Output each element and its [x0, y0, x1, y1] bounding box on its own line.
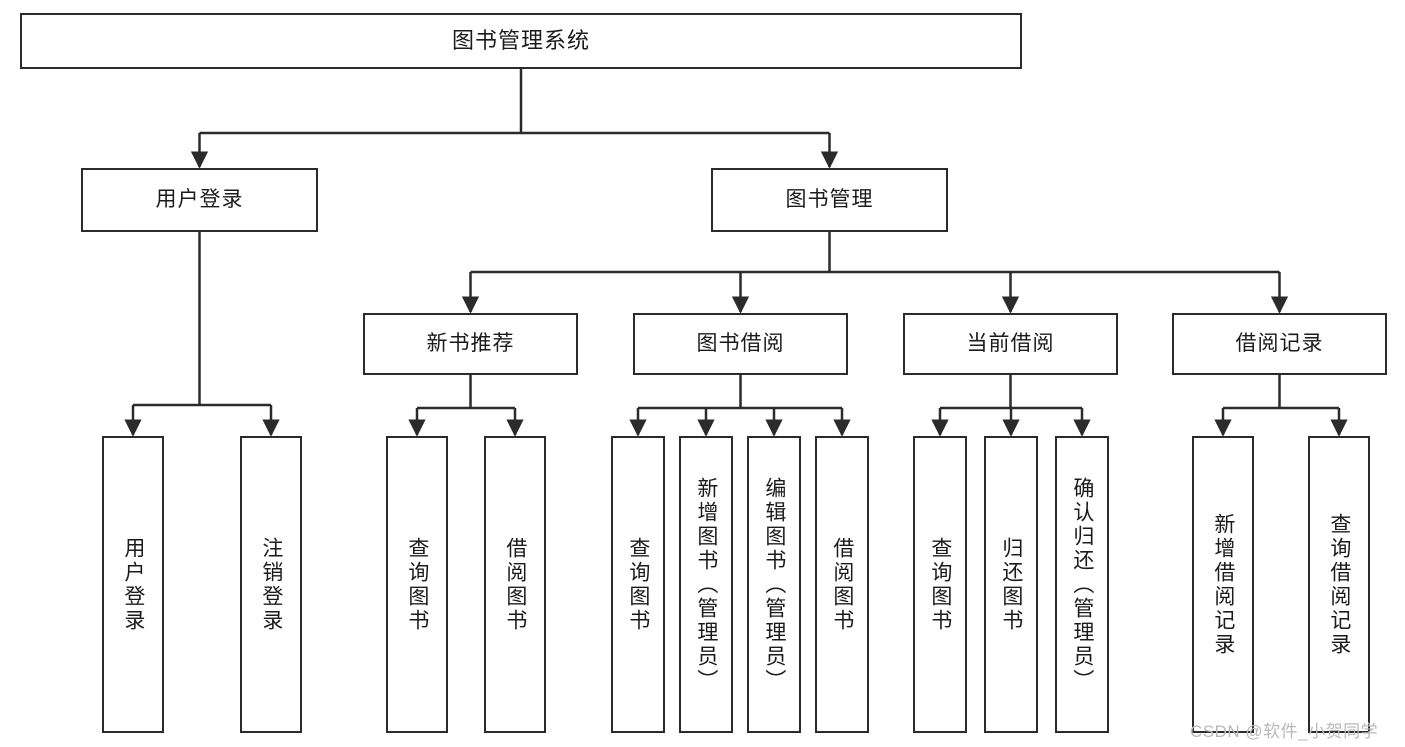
- node-label: 归还图书: [999, 536, 1023, 633]
- node-label: 新增图书（管理员）: [694, 476, 718, 693]
- node-user-login[interactable]: 用户登录: [81, 168, 318, 232]
- node-book-borrow[interactable]: 图书借阅: [633, 313, 848, 375]
- node-leaf-user-logout[interactable]: 注销登录: [240, 436, 302, 733]
- node-label: 借阅记录: [1235, 332, 1324, 356]
- node-label: 查询图书: [626, 536, 650, 633]
- node-leaf-add-borrow-record[interactable]: 新增借阅记录: [1192, 436, 1254, 733]
- node-label: 查询借阅记录: [1327, 512, 1351, 657]
- node-label: 图书借阅: [696, 332, 785, 356]
- node-label: 借阅图书: [830, 536, 854, 633]
- node-label: 注销登录: [259, 536, 283, 633]
- node-label: 当前借阅: [966, 332, 1055, 356]
- node-label: 借阅图书: [503, 536, 527, 633]
- node-label: 编辑图书（管理员）: [762, 476, 786, 693]
- node-book-manage[interactable]: 图书管理: [711, 168, 948, 232]
- node-leaf-borrow-book[interactable]: 借阅图书: [815, 436, 869, 733]
- node-label: 新书推荐: [426, 332, 515, 356]
- node-label: 确认归还（管理员）: [1070, 476, 1094, 693]
- node-leaf-query-book-current[interactable]: 查询图书: [913, 436, 967, 733]
- node-leaf-return-book[interactable]: 归还图书: [984, 436, 1038, 733]
- watermark-label: CSDN @软件_小贺同学: [1190, 722, 1379, 741]
- node-label: 查询图书: [928, 536, 952, 633]
- node-current-borrow[interactable]: 当前借阅: [903, 313, 1118, 375]
- node-label: 用户登录: [155, 188, 244, 212]
- node-leaf-user-login[interactable]: 用户登录: [102, 436, 164, 733]
- node-borrow-record[interactable]: 借阅记录: [1172, 313, 1387, 375]
- node-leaf-query-book-borrow[interactable]: 查询图书: [611, 436, 665, 733]
- node-label: 图书管理系统: [451, 27, 590, 53]
- node-leaf-edit-book-admin[interactable]: 编辑图书（管理员）: [747, 436, 801, 733]
- node-leaf-borrow-book-rec[interactable]: 借阅图书: [484, 436, 546, 733]
- node-leaf-query-book-rec[interactable]: 查询图书: [386, 436, 448, 733]
- node-label: 查询图书: [405, 536, 429, 633]
- node-label: 新增借阅记录: [1211, 512, 1235, 657]
- node-label: 图书管理: [785, 188, 874, 212]
- node-new-book-recommend[interactable]: 新书推荐: [363, 313, 578, 375]
- node-leaf-add-book-admin[interactable]: 新增图书（管理员）: [679, 436, 733, 733]
- node-leaf-confirm-return-admin[interactable]: 确认归还（管理员）: [1055, 436, 1109, 733]
- node-leaf-query-borrow-record[interactable]: 查询借阅记录: [1308, 436, 1370, 733]
- node-root[interactable]: 图书管理系统: [20, 13, 1022, 69]
- node-label: 用户登录: [121, 536, 145, 633]
